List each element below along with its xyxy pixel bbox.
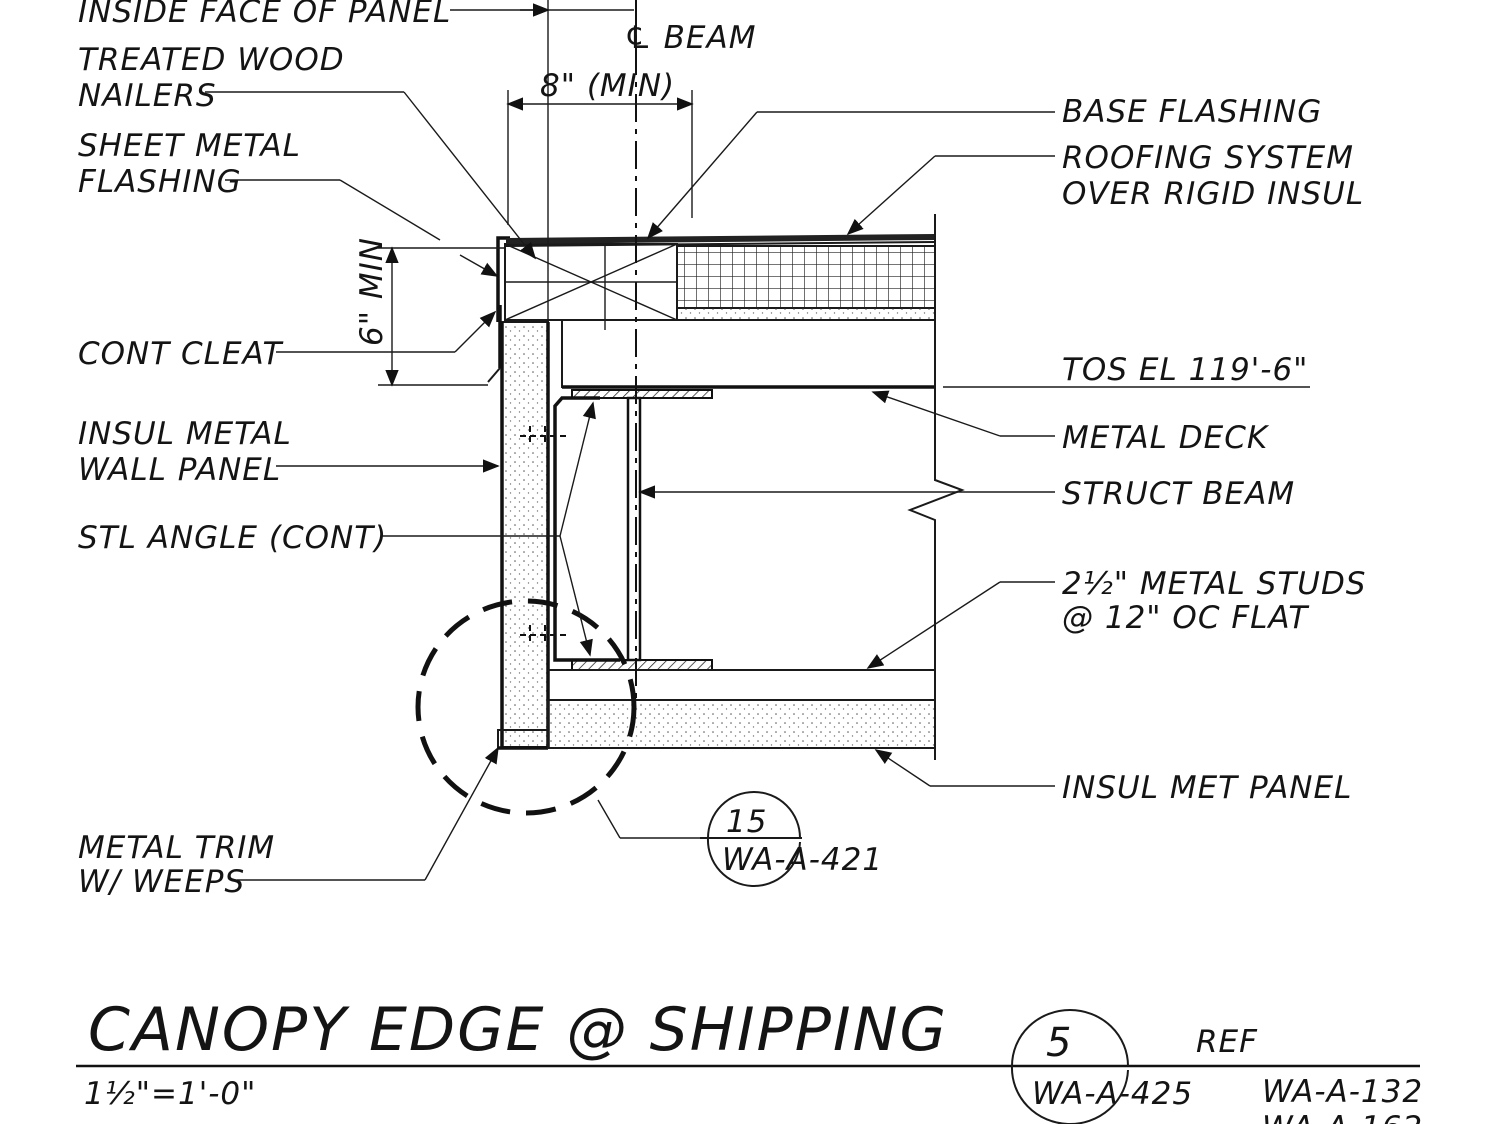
label-metal-trim: METAL TRIM [78, 830, 275, 866]
label-metal-deck: METAL DECK [1062, 420, 1270, 456]
callout-sheet: WA-A-421 [722, 842, 883, 878]
ref-sheet-1: WA-A-132 [1262, 1074, 1423, 1110]
label-min-width: 8" (MIN) [540, 68, 675, 104]
label-roofing-system: ROOFING SYSTEM [1062, 140, 1354, 176]
detail-title: CANOPY EDGE @ SHIPPING [88, 995, 948, 1065]
label-treated-wood: TREATED WOOD [78, 42, 345, 78]
wall-panel [501, 321, 549, 748]
detail-sheet: WA-A-425 [1032, 1076, 1193, 1112]
struct-beam [571, 389, 713, 671]
label-base-flashing: BASE FLASHING [1062, 94, 1322, 130]
dimension-lines [378, 3, 694, 387]
label-nailers: NAILERS [78, 78, 217, 114]
label-insul-metal: INSUL METAL [78, 416, 292, 452]
ref-sheet-2: WA-A-162 [1262, 1110, 1423, 1124]
label-cont-cleat: CONT CLEAT [78, 336, 283, 372]
roofing-membrane [506, 234, 935, 244]
label-inside-face-of-panel: INSIDE FACE OF PANEL [78, 0, 451, 30]
label-tos-elevation: TOS EL 119'-6" [1062, 352, 1308, 388]
label-over-rigid-insul: OVER RIGID INSUL [1062, 176, 1364, 212]
label-metal-studs: 2½" METAL STUDS [1062, 566, 1367, 602]
right-labels: BASE FLASHING ROOFING SYSTEM OVER RIGID … [1062, 94, 1367, 806]
label-studs-spacing: @ 12" OC FLAT [1062, 600, 1309, 636]
left-labels: INSIDE FACE OF PANEL TREATED WOOD NAILER… [78, 0, 451, 900]
label-with-weeps: W/ WEEPS [78, 864, 245, 900]
detail-callout-15: 15 WA-A-421 [700, 791, 883, 887]
enlarged-detail-circle [415, 598, 637, 816]
leader-lines [205, 91, 1310, 881]
label-min-height: 6" MIN [354, 237, 390, 346]
label-sheet-metal: SHEET METAL [78, 128, 301, 164]
label-flashing: FLASHING [78, 164, 242, 200]
detail-number: 5 [1046, 1020, 1073, 1066]
title-block: CANOPY EDGE @ SHIPPING 1½"=1'-0" 5 WA-A-… [76, 995, 1423, 1124]
label-stl-angle: STL ANGLE (CONT) [78, 520, 387, 556]
construction-section [487, 0, 965, 760]
label-beam-centerline: ℄ BEAM [624, 20, 756, 56]
detail-scale: 1½"=1'-0" [84, 1076, 256, 1112]
label-insul-met-panel: INSUL MET PANEL [1062, 770, 1352, 806]
rigid-insulation [676, 245, 936, 309]
label-struct-beam: STRUCT BEAM [1062, 476, 1295, 512]
soffit-panel [547, 699, 936, 749]
wood-nailers [504, 243, 678, 330]
callout-number: 15 [726, 804, 767, 840]
label-wall-panel: WALL PANEL [78, 452, 281, 488]
ref-label: REF [1196, 1024, 1258, 1060]
